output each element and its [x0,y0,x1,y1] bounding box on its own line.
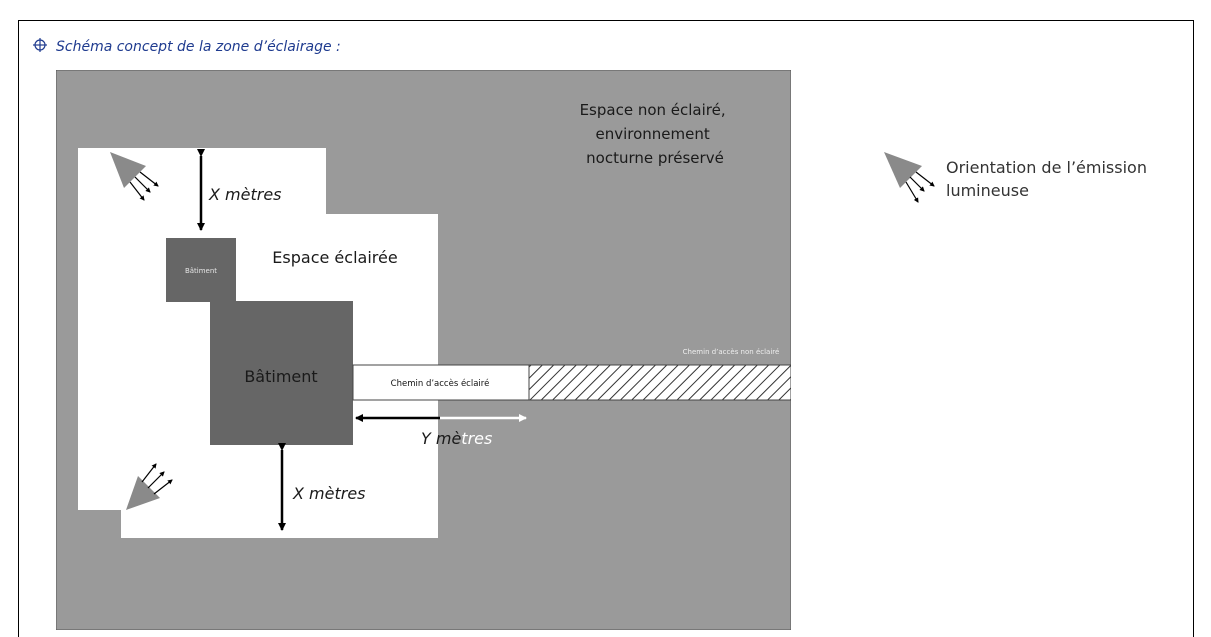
unlit-path [528,364,791,401]
path-distance-label-light: tres [461,429,492,448]
main-building-label: Bâtiment [244,367,317,386]
frame-left-line [18,20,19,637]
section-title: Schéma concept de la zone d’éclairage : [56,39,341,55]
small-building [166,238,236,302]
light-emitter-icon [126,463,173,510]
top-distance-label: X mètres [208,185,282,204]
path-distance-label: Y mètres [421,429,492,448]
lighting-zone-diagram: Bâtiment Bâtiment Chemin d’accès éclairé… [56,70,791,630]
main-building [210,301,353,445]
crosshair-bullet-icon [32,37,48,58]
legend: Orientation de l’émission lumineuse [880,146,1200,226]
section-header: Schéma concept de la zone d’éclairage : [32,36,341,58]
light-emitter-icon [884,152,935,203]
bottom-distance-label: X mètres [292,484,366,503]
unlit-path-label: Chemin d’accès non éclairé [683,348,780,356]
frame-right-line [1193,20,1194,637]
legend-label: Orientation de l’émission lumineuse [946,158,1147,200]
lit-zone-label: Espace éclairée [272,248,397,267]
lit-path-label: Chemin d’accès éclairé [391,378,490,389]
dark-zone-label: Espace non éclairé, environnement noctur… [580,101,731,167]
frame-top-line [18,20,1193,21]
lit-path [352,364,530,401]
light-emitter-icon [110,152,159,201]
path-distance-label-dark: Y mè [421,429,461,448]
small-building-label: Bâtiment [185,267,217,275]
